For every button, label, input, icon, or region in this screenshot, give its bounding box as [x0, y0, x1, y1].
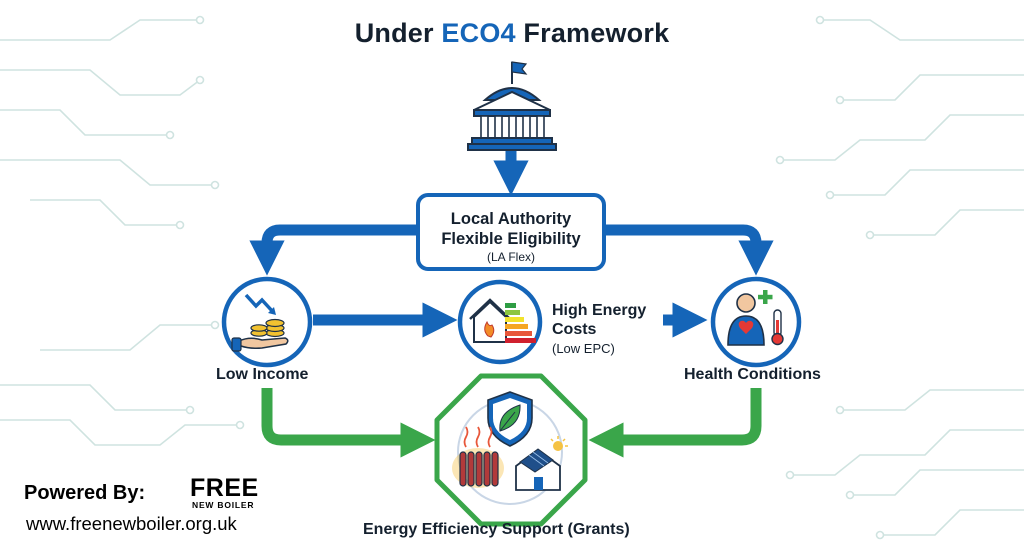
high-energy-label-line1: High Energy [552, 302, 647, 319]
brand-name-free: FREE [190, 474, 259, 502]
high-energy-label-line2: Costs [552, 321, 597, 338]
falling-money-hand-icon [231, 293, 289, 352]
health-to-grants-arrow [588, 388, 762, 458]
health-node [710, 276, 802, 368]
low-income-to-grants-arrow [261, 388, 436, 458]
green-flow-arrows [261, 388, 762, 458]
la-flex-box: Local Authority Flexible Eligibility (LA… [416, 193, 606, 271]
shield-leaf-radiator-solar-house-icon [452, 391, 568, 505]
high-energy-node [457, 279, 543, 365]
health-conditions-label: Health Conditions [684, 366, 821, 383]
government-building-icon [467, 61, 557, 151]
la-box-line3: (LA Flex) [486, 250, 535, 264]
title-accent: ECO4 [441, 18, 516, 48]
circuit-decoration [0, 19, 1024, 536]
person-health-thermometer-icon [727, 290, 784, 346]
la-box-line1: Local Authority [450, 210, 572, 228]
title-suffix: Framework [515, 18, 670, 48]
diagram-title: Under ECO4 Framework [0, 18, 1024, 49]
circuit-nodes [165, 15, 885, 540]
grants-node [434, 373, 588, 527]
website-url[interactable]: www.freenewboiler.org.uk [26, 513, 237, 534]
high-energy-sublabel: (Low EPC) [552, 341, 615, 356]
house-epc-rating-icon [469, 298, 536, 343]
footer-panel [0, 468, 290, 559]
title-prefix: Under [354, 18, 442, 48]
grants-label: Energy Efficiency Support (Grants) [363, 521, 630, 538]
la-box-line2: Flexible Eligibility [441, 230, 581, 248]
la-to-health-arrow [606, 224, 774, 276]
low-income-label: Low Income [216, 366, 309, 383]
brand-name-new-boiler: NEW BOILER [192, 500, 255, 510]
powered-by-label: Powered By: [24, 482, 146, 504]
la-to-low-income-arrow [249, 224, 416, 276]
blue-flow-arrows [249, 148, 774, 338]
low-income-node [221, 276, 313, 368]
